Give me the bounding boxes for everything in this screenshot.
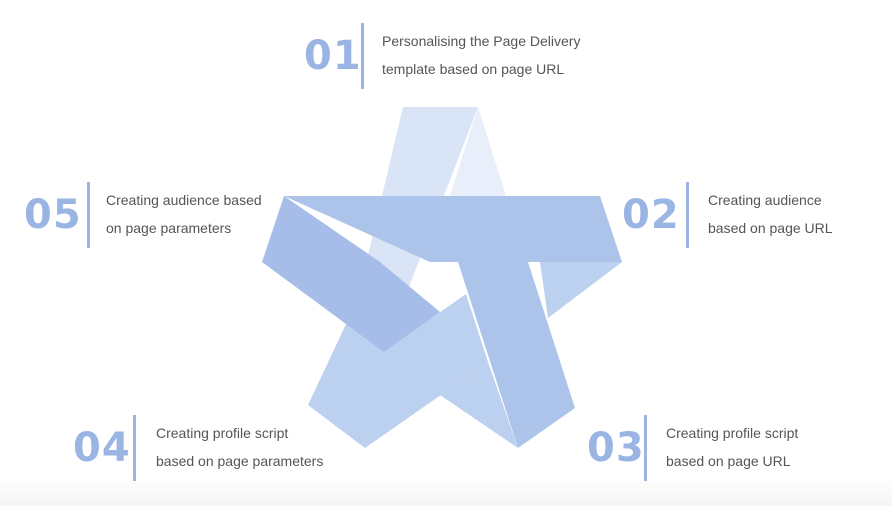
step-description: Creating audience based on page paramete… [106, 186, 262, 242]
step-line: Personalising the Page Delivery [382, 33, 581, 49]
step-number: 03 [587, 425, 645, 471]
step-divider [686, 182, 689, 248]
step-description: Creating profile script based on page pa… [156, 419, 323, 475]
step-01: 01 Personalising the Page Delivery templ… [304, 23, 604, 89]
star-band-lower-right [440, 362, 518, 448]
step-divider [361, 23, 364, 89]
step-number: 02 [622, 192, 680, 238]
step-number: 04 [73, 425, 131, 471]
step-divider [133, 415, 136, 481]
step-line: based on page URL [708, 220, 833, 236]
step-description: Creating profile script based on page UR… [666, 419, 798, 475]
step-line: Creating profile script [666, 425, 799, 441]
step-line: Creating audience [708, 192, 822, 208]
step-line: based on page parameters [156, 453, 324, 469]
step-line: Creating profile script [156, 425, 289, 441]
step-line: on page parameters [106, 220, 232, 236]
star-band-horizontal-top [284, 196, 622, 262]
step-divider [644, 415, 647, 481]
step-03: 03 Creating profile script based on page… [587, 415, 847, 481]
step-number: 05 [24, 192, 82, 238]
star-band-diagonal-right [458, 262, 575, 448]
step-divider [87, 182, 90, 248]
step-description: Creating audience based on page URL [708, 186, 833, 242]
step-description: Personalising the Page Delivery template… [382, 27, 580, 83]
star-band-upper-right-fold [450, 107, 506, 196]
star-band-right-arm [540, 262, 622, 318]
bottom-fade [0, 476, 892, 506]
step-line: template based on page URL [382, 61, 565, 77]
step-05: 05 Creating audience based on page param… [24, 182, 274, 248]
step-02: 02 Creating audience based on page URL [622, 182, 872, 248]
star-band-diagonal-bottom [308, 294, 488, 448]
star-band-diagonal-left [262, 196, 440, 352]
step-04: 04 Creating profile script based on page… [73, 415, 353, 481]
step-line: based on page URL [666, 453, 791, 469]
step-number: 01 [304, 33, 362, 79]
step-line: Creating audience based [106, 192, 262, 208]
